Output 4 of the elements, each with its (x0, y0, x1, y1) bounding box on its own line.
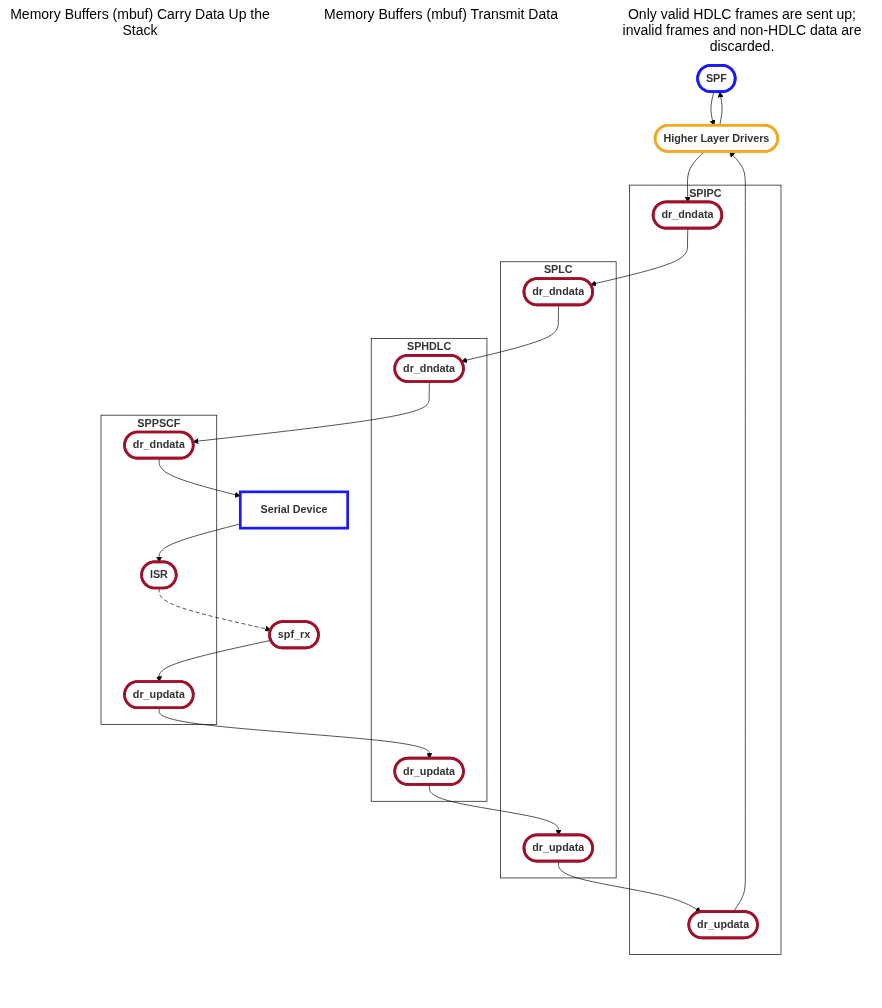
node-box: Serial Device (238, 490, 349, 530)
note-text: Only valid HDLC frames are sent up; invalid frames and non-HDLC data are discarded. (621, 6, 863, 54)
note-text: Memory Buffers (mbuf) Carry Data Up the Stack (10, 6, 270, 40)
note-text: Memory Buffers (mbuf) Transmit Data (324, 6, 558, 24)
